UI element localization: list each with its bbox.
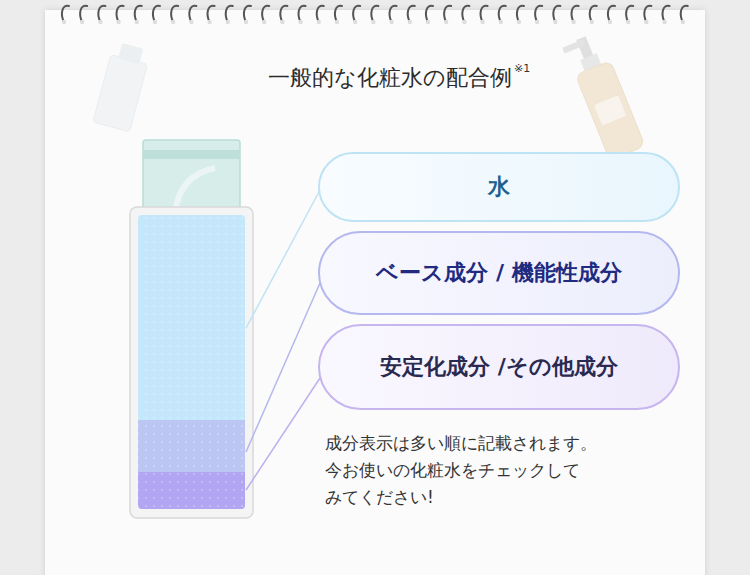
spiral-ring <box>299 6 306 22</box>
spiral-ring <box>590 6 597 22</box>
ring-hole <box>462 20 466 24</box>
paper <box>45 10 705 575</box>
title: 一般的な化粧水の配合例 <box>268 63 512 93</box>
ring-hole <box>371 20 375 24</box>
ring-hole <box>153 20 157 24</box>
ring-hole <box>262 20 266 24</box>
spiral-ring <box>226 6 233 22</box>
ring-hole <box>335 20 339 24</box>
ring-hole <box>244 20 248 24</box>
spiral-ring <box>681 6 688 22</box>
spiral-ring <box>98 6 105 22</box>
spiral-ring <box>535 6 542 22</box>
spiral-ring <box>572 6 579 22</box>
spiral-ring <box>663 6 670 22</box>
leader-lines <box>246 190 320 490</box>
spiral-ring <box>117 6 124 22</box>
spiral-ring <box>135 6 142 22</box>
component-label: ベース成分 / 機能性成分 <box>376 258 621 288</box>
pill-box: 安定化成分 /その他成分 <box>318 324 680 410</box>
component-label: 水 <box>488 172 510 202</box>
ring-hole <box>353 20 357 24</box>
faded-tube <box>93 41 151 132</box>
ring-hole <box>135 20 139 24</box>
bottle <box>130 140 253 518</box>
spiral-ring <box>444 6 451 22</box>
ring-hole <box>389 20 393 24</box>
spiral-ring <box>208 6 215 22</box>
spiral-ring <box>353 6 360 22</box>
ring-hole <box>408 20 412 24</box>
ring-hole <box>535 20 539 24</box>
ring-hole <box>189 20 193 24</box>
ring-hole <box>626 20 630 24</box>
spiral-ring <box>335 6 342 22</box>
spiral-ring <box>626 6 633 22</box>
spiral-ring <box>371 6 378 22</box>
ring-hole <box>571 20 575 24</box>
ring-hole <box>80 20 84 24</box>
component-label: 安定化成分 /その他成分 <box>380 352 618 382</box>
ring-hole <box>662 20 666 24</box>
pill-box: 水 <box>318 152 680 222</box>
spiral-ring <box>262 6 269 22</box>
spiral-ring <box>462 6 469 22</box>
ring-hole <box>590 20 594 24</box>
spiral-ring <box>171 6 178 22</box>
ring-hole <box>426 20 430 24</box>
ring-hole <box>608 20 612 24</box>
ring-hole <box>444 20 448 24</box>
spiral-ring <box>153 6 160 22</box>
spiral-ring <box>280 6 287 22</box>
spiral-ring <box>644 6 651 22</box>
spiral-ring <box>189 6 196 22</box>
spiral-ring <box>317 6 324 22</box>
spiral-ring <box>553 6 560 22</box>
ring-hole <box>517 20 521 24</box>
spiral-ring <box>608 6 615 22</box>
spiral-ring <box>481 6 488 22</box>
spiral-ring <box>499 6 506 22</box>
spiral-binding <box>62 6 688 24</box>
ring-hole <box>553 20 557 24</box>
ring-hole <box>62 20 66 24</box>
ring-hole <box>207 20 211 24</box>
ring-hole <box>116 20 120 24</box>
ring-hole <box>499 20 503 24</box>
ring-hole <box>480 20 484 24</box>
faded-pump-bottle <box>562 31 646 161</box>
ring-hole <box>298 20 302 24</box>
ring-hole <box>280 20 284 24</box>
spiral-ring <box>426 6 433 22</box>
ring-hole <box>98 20 102 24</box>
spiral-ring <box>517 6 524 22</box>
spiral-ring <box>244 6 251 22</box>
ring-hole <box>317 20 321 24</box>
spiral-ring <box>390 6 397 22</box>
ring-hole <box>226 20 230 24</box>
ring-hole <box>644 20 648 24</box>
spiral-ring <box>80 6 87 22</box>
footnote-mark: ※1 <box>514 62 530 75</box>
spiral-ring <box>408 6 415 22</box>
ring-hole <box>171 20 175 24</box>
ring-hole <box>681 20 685 24</box>
note-text: 成分表示は多い順に記載されます。 今お使いの化粧水をチェックして みてください! <box>325 430 670 511</box>
spiral-ring <box>62 6 69 22</box>
pill-box: ベース成分 / 機能性成分 <box>318 231 680 315</box>
